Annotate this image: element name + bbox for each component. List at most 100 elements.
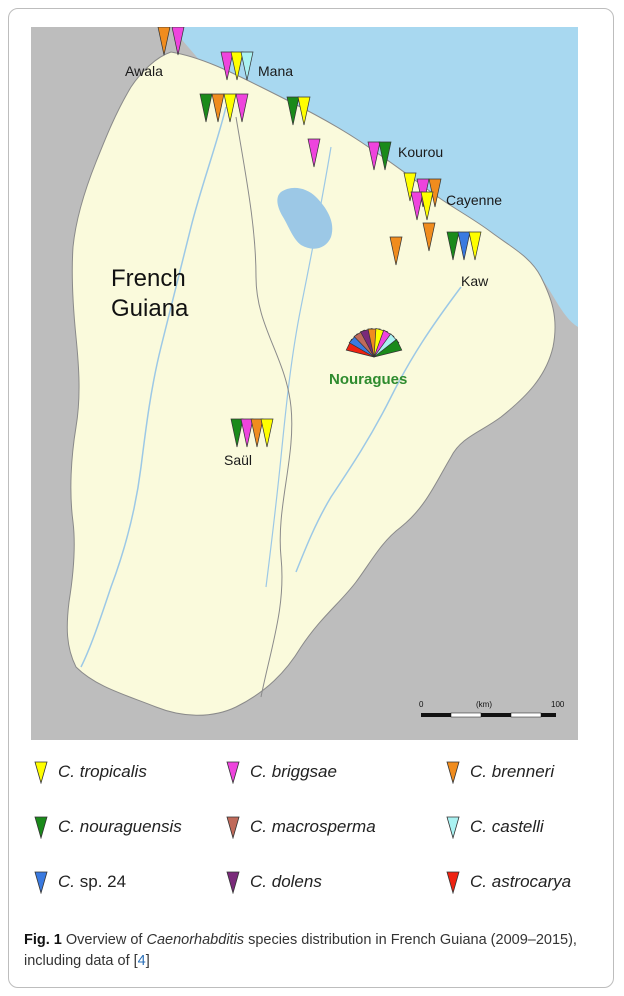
marker-awala-0 [157,26,171,56]
marker-kaw-0 [446,231,460,261]
place-nouragues: Nouragues [329,371,408,388]
place-saul: Saül [224,452,253,468]
marker-nouragues-8 [373,338,403,358]
lake [277,187,333,249]
scale-unit-label: (km) [476,700,492,709]
legend-genus: C. [58,762,75,781]
legend-item-castelli: C. castelli [446,815,544,839]
legend-genus: C. [470,817,487,836]
legend-genus: C. [58,872,75,891]
legend-genus: C. [470,872,487,891]
marker-coast-west-3 [235,93,249,123]
marker-saul-2 [250,418,264,448]
legend-item-nouraguensis: C. nouraguensis [34,815,182,839]
marker-coast-mid-0 [286,96,300,126]
sea [171,27,578,327]
marker-montsinery-0 [389,236,403,266]
place-kaw: Kaw [461,273,489,289]
legend-marker-dolens [226,871,240,894]
marker-kaw-1 [457,231,471,261]
legend-species: briggsae [271,762,337,781]
river-west [80,106,227,668]
legend-item-dolens: C. dolens [226,870,322,894]
marker-cayenne-south-1 [420,191,434,221]
marker-roura-0 [422,222,436,252]
marker-coast-west-2 [223,93,237,123]
scale-seg-3 [481,713,511,717]
legend-marker-briggsae [226,761,240,784]
caption-text-before: Overview of [65,932,147,948]
region-label-line2: Guiana [111,295,189,322]
legend-marker-macrosperma [226,816,240,839]
legend-item-briggsae: C. briggsae [226,760,337,784]
marker-kourou-1 [378,141,392,171]
legend-item-sp24: C. sp. 24 [34,870,126,894]
caption-fig-label: Fig. 1 [24,932,62,948]
caption-reference-link[interactable]: 4 [137,953,146,969]
region-label-line1: French [111,265,186,292]
legend-species: macrosperma [271,817,376,836]
marker-kaw-2 [468,231,482,261]
legend-species: sp. 24 [79,872,127,891]
french-guiana-land [66,51,556,716]
place-kourou: Kourou [398,144,444,160]
legend-species: tropicalis [79,762,147,781]
map-canvas: 0 (km) 100 [31,26,578,740]
place-awala: Awala [125,63,163,79]
marker-inland-north-0 [307,138,321,168]
map-panel: 0 (km) 100 Awala Mana Kourou Cayenne Kaw… [31,26,578,740]
legend-species: nouraguensis [79,817,182,836]
scale-seg-5 [541,713,556,717]
scale-bar: 0 (km) 100 [419,700,565,718]
legend-species: castelli [491,817,544,836]
marker-cayenne-south-0 [410,191,424,221]
marker-mana-1 [230,51,244,81]
legend-genus: C. [250,872,267,891]
scale-end-label: 100 [551,700,565,709]
region-label: French Guiana [111,264,188,324]
caption-text-after: species distribution in French Guiana (2… [24,932,577,969]
marker-mana-2 [240,51,254,81]
legend-genus: C. [58,817,75,836]
place-mana: Mana [258,63,294,79]
commune-border [235,116,293,698]
scale-seg-4 [510,712,542,718]
figure-frame [8,8,614,988]
marker-cayenne-west-0 [403,172,417,202]
marker-saul-1 [240,418,254,448]
legend-item-macrosperma: C. macrosperma [226,815,376,839]
legend-genus: C. [250,762,267,781]
legend-species: brenneri [491,762,555,781]
marker-awala-1 [171,26,185,56]
place-cayenne: Cayenne [446,192,503,208]
legend-marker-castelli [446,816,460,839]
marker-saul-3 [260,418,274,448]
river-east [295,286,462,573]
legend-item-brenneri: C. brenneri [446,760,554,784]
species-markers [157,26,482,448]
legend-marker-nouraguensis [34,816,48,839]
scale-seg-2 [450,712,482,718]
legend-species: dolens [271,872,322,891]
river-mid [265,146,332,588]
species-legend: C. tropicalis C. briggsae C. brenneri C.… [26,760,606,920]
scale-start-label: 0 [419,700,424,709]
marker-coast-west-1 [211,93,225,123]
marker-kourou-0 [367,141,381,171]
legend-item-tropicalis: C. tropicalis [34,760,147,784]
legend-marker-tropicalis [34,761,48,784]
legend-marker-sp24 [34,871,48,894]
caption-genus: Caenorhabditis [146,932,245,948]
marker-coast-mid-1 [297,96,311,126]
marker-mana-0 [220,51,234,81]
marker-coast-west-0 [199,93,213,123]
marker-saul-0 [230,418,244,448]
legend-species: astrocarya [491,872,572,891]
figure-caption: Fig. 1 Overview of Caenorhabditis specie… [24,930,599,972]
caption-close: ] [145,953,150,969]
scale-seg-1 [421,713,451,717]
legend-genus: C. [250,817,267,836]
legend-genus: C. [470,762,487,781]
legend-marker-brenneri [446,761,460,784]
legend-item-astrocarya: C. astrocarya [446,870,571,894]
